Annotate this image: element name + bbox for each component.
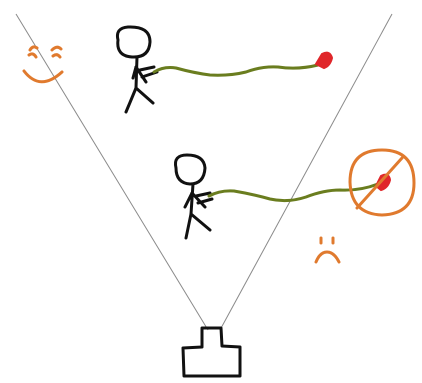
rope-middle	[207, 182, 380, 203]
happy-face-icon	[22, 45, 64, 84]
camera-icon	[181, 326, 242, 378]
hand-mark-middle	[374, 173, 392, 192]
stick-figure-middle	[174, 153, 214, 240]
sad-face-icon	[314, 236, 341, 264]
prohibited-sign-icon	[348, 148, 416, 217]
left-sight-line	[15, 13, 209, 331]
hand-mark-top	[314, 51, 334, 70]
stick-figure-top	[116, 25, 159, 114]
right-sight-line	[219, 13, 393, 331]
rope-top	[152, 63, 320, 77]
